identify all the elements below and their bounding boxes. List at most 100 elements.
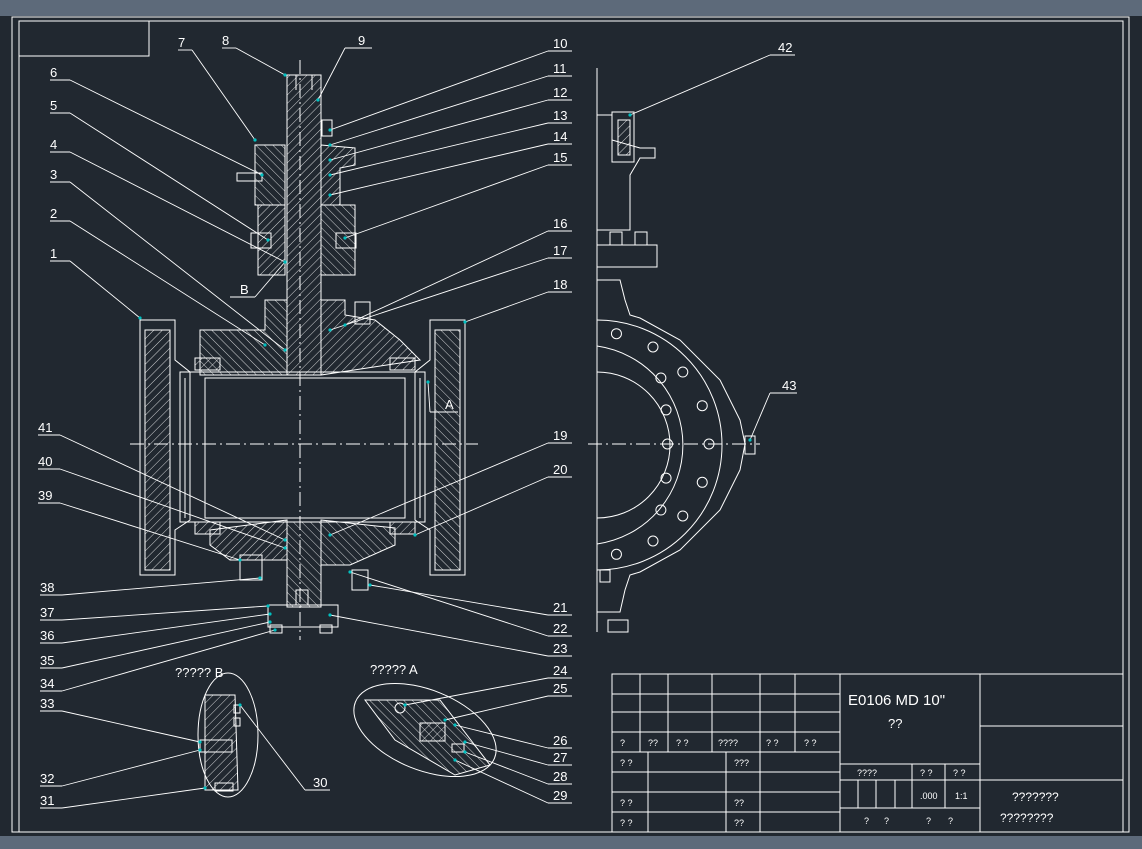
title-block-label: ? ? (766, 738, 779, 748)
leader-line (444, 695, 549, 721)
leader-node (463, 320, 467, 324)
bolt-hole (647, 535, 659, 547)
callout-label: 33 (40, 696, 54, 711)
leader-node (463, 740, 467, 744)
callout-label: 1 (50, 246, 57, 261)
leader-line (329, 257, 549, 331)
valve-section-view (130, 60, 478, 640)
callout-label: 23 (553, 641, 567, 656)
leader-node (203, 786, 207, 790)
callout-label: 10 (553, 36, 567, 51)
leader-line (254, 261, 286, 298)
detail-b-title: ????? B (175, 665, 223, 680)
title-block-label: ?? (734, 818, 744, 828)
leader-node (403, 703, 407, 707)
leader-node (273, 628, 277, 632)
leader-line (749, 392, 771, 441)
leader-node (328, 158, 332, 162)
leader-node (198, 740, 202, 744)
leader-node (413, 533, 417, 537)
leader-node (253, 138, 257, 142)
bolt-hole (660, 472, 672, 484)
leader-node (343, 323, 347, 327)
leader-node (268, 612, 272, 616)
leader-line (454, 759, 549, 804)
title-block-label: ? (620, 738, 625, 748)
callout-label: 42 (778, 40, 792, 55)
leader-line (329, 50, 549, 131)
leader-line (329, 442, 549, 536)
drawing-number: E0106 MD 10" (848, 692, 945, 709)
leader-line (344, 164, 549, 239)
leader-line (454, 724, 549, 749)
leader-line (61, 613, 271, 644)
bolt-hole (610, 328, 622, 340)
leader-node (443, 718, 447, 722)
leader-node (238, 703, 242, 707)
detail-b (197, 672, 259, 798)
callout-label: 21 (553, 600, 567, 615)
leader-line (61, 787, 206, 809)
leader-line (369, 584, 549, 616)
leader-line (349, 571, 549, 637)
leader-line (69, 151, 286, 263)
callout-label: 26 (553, 733, 567, 748)
callout-label: 32 (40, 771, 54, 786)
leader-line (404, 677, 549, 706)
callout-label: 20 (553, 462, 567, 477)
leader-line (61, 749, 201, 787)
title-block-labels: ???? ?????? ?? ?? ????? ???? ???????? ??… (620, 738, 966, 828)
leader-node (283, 546, 287, 550)
bolt-hole (655, 504, 667, 516)
callout-label: 11 (553, 61, 567, 76)
callout-label: B (240, 282, 249, 297)
callout-label: 15 (553, 150, 567, 165)
leader-nodes (138, 73, 752, 790)
callout-label: 37 (40, 605, 54, 620)
leader-line (329, 99, 549, 161)
callout-label: 39 (38, 488, 52, 503)
leader-line (329, 75, 549, 146)
callout-label: 22 (553, 621, 567, 636)
leader-node (283, 348, 287, 352)
leader-node (328, 128, 332, 132)
title-block-label: ? ? (676, 738, 689, 748)
callout-label: 38 (40, 580, 54, 595)
title-block-label: ? ? (620, 818, 633, 828)
detail-a (353, 682, 497, 778)
leader-node (198, 748, 202, 752)
bolt-hole (703, 438, 715, 450)
sheet-frame (11, 16, 1130, 833)
callout-label: 28 (553, 769, 567, 784)
leader-line (61, 605, 269, 621)
leader-node (463, 750, 467, 754)
leader-lines (38, 47, 797, 809)
leader-line (329, 614, 549, 657)
leader-node (316, 98, 320, 102)
leader-line (61, 629, 276, 692)
leader-node (748, 438, 752, 442)
leader-line (344, 230, 549, 326)
title-block (611, 673, 1124, 833)
title-block-label: ? ? (620, 758, 633, 768)
title-block-label: ? (948, 816, 953, 826)
title-block-label: ???? (718, 738, 738, 748)
callout-label: 19 (553, 428, 567, 443)
weight-value: .000 (920, 791, 938, 801)
company-name-1: ??????? (1012, 790, 1059, 804)
bolt-hole (696, 476, 708, 488)
callout-label: 13 (553, 108, 567, 123)
callout-label: 41 (38, 420, 52, 435)
callout-label: 5 (50, 98, 57, 113)
title-block-label: ? (926, 816, 931, 826)
title-block-label: ???? (857, 768, 877, 778)
callout-label: 40 (38, 454, 52, 469)
leader-line (69, 112, 269, 241)
detail-a-title: ????? A (370, 662, 418, 677)
title-block-label: ??? (734, 758, 749, 768)
leader-line (239, 704, 306, 791)
callout-label: 27 (553, 750, 567, 765)
leader-line (464, 291, 549, 323)
bolt-hole (647, 341, 659, 353)
leader-node (260, 173, 264, 177)
